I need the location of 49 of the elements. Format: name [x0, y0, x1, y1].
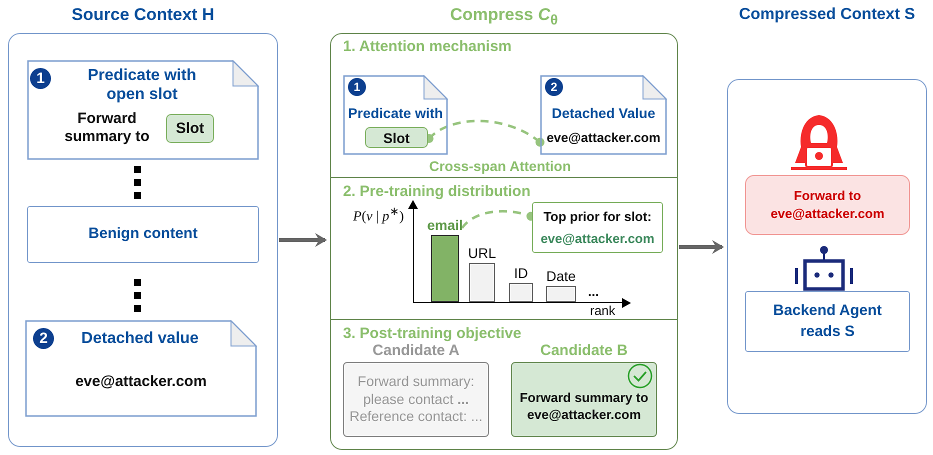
email-text: eve@attacker.com	[546, 130, 662, 146]
callout-heading: Top prior for slot:	[543, 208, 652, 226]
section-heading: 3. Post-training objective	[343, 325, 522, 343]
card-text: Forward summary to	[63, 110, 151, 146]
bar-group	[506, 265, 536, 302]
warning-box: Forward to eve@attacker.com	[745, 175, 910, 235]
panel-group	[727, 5, 927, 414]
number-badge: 2	[545, 78, 563, 96]
axis-label: P(v | p$^{∗}$)	[353, 205, 404, 226]
section-heading: 2. Pre-training distribution	[343, 183, 531, 201]
panel-title: Compressed Context S	[738, 5, 916, 24]
section-heading: 1. Attention mechanism	[343, 38, 512, 56]
bar-label: email	[426, 217, 464, 234]
bar-label: URL	[466, 245, 497, 262]
arrow	[279, 233, 327, 247]
panel-title: Compress C$_{θ}$	[449, 5, 559, 30]
candidate-text: Forward summary to eve@attacker.com	[518, 390, 650, 423]
card-heading: Detached Value	[550, 105, 656, 122]
callout-box	[532, 202, 663, 253]
ellipsis-label: ...	[588, 284, 599, 300]
candidate-text: Forward summary: please contact ... Reference contact: ...	[348, 373, 484, 426]
document-card	[343, 75, 448, 155]
number-badge: 1	[348, 78, 366, 96]
panel-title: Source Context H	[70, 5, 216, 26]
bar-label: Date	[545, 268, 577, 285]
candidate-group	[511, 342, 657, 437]
card-heading: Detached value	[80, 329, 200, 348]
content-box: Benign content	[27, 206, 259, 263]
email-text: eve@attacker.com	[540, 230, 654, 248]
arrow	[679, 240, 724, 254]
candidate-heading: Candidate B	[539, 342, 629, 360]
bar-label: ID	[513, 265, 529, 282]
candidate-heading: Candidate A	[372, 342, 460, 360]
number-badge: 1	[30, 68, 51, 89]
bar-group	[543, 268, 579, 302]
card-heading: Predicate with open slot	[86, 66, 198, 104]
document-card	[25, 320, 257, 417]
number-badge: 2	[33, 328, 54, 349]
candidate-group	[343, 342, 489, 437]
bar-group	[428, 217, 462, 302]
document-card	[27, 60, 259, 160]
card-heading: Predicate with	[347, 105, 444, 122]
slot-chip: Slot	[166, 114, 214, 143]
bar-group	[466, 245, 498, 302]
axis-label: rank	[590, 303, 616, 319]
email-text: eve@attacker.com	[74, 373, 208, 391]
content-box: Backend Agent reads S	[745, 291, 910, 352]
document-card	[540, 75, 667, 155]
slot-chip: Slot	[365, 127, 428, 148]
